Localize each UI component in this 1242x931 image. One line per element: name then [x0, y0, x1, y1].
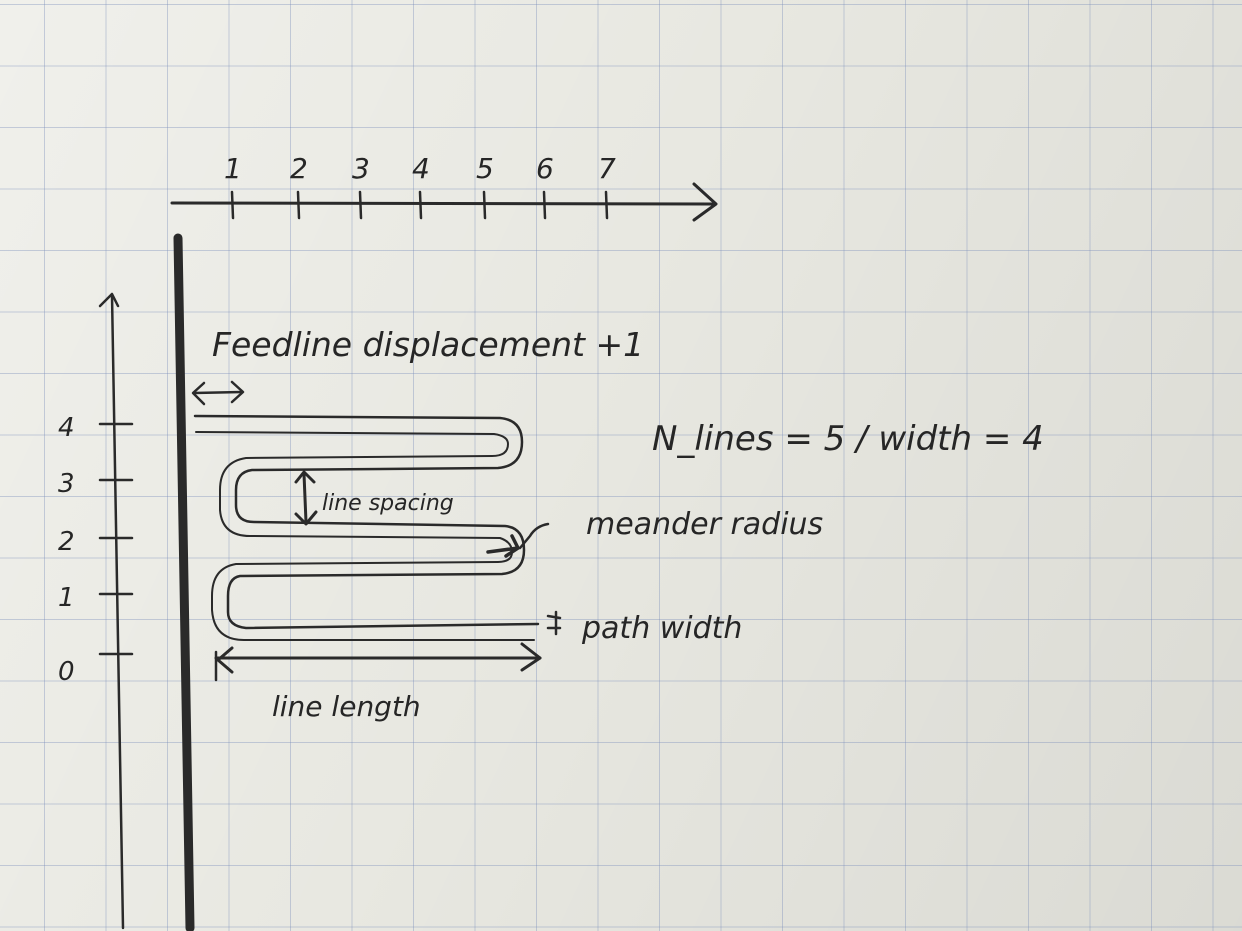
x-axis-tick-label: 4: [412, 152, 430, 185]
y-axis-arrowhead: [98, 292, 120, 308]
x-axis-tick-label: 1: [224, 152, 242, 185]
y-axis-tick-label: 0: [58, 657, 75, 687]
x-axis-tick: [358, 190, 363, 220]
line-length-label: line length: [272, 690, 421, 723]
x-axis-tick: [230, 190, 235, 220]
n-lines-label: N_lines = 5 / width = 4: [652, 419, 1044, 459]
x-axis-tick: [482, 190, 487, 220]
x-axis-arrowhead: [692, 182, 718, 222]
line-spacing-arrow: [294, 470, 318, 526]
x-axis-tick: [296, 190, 301, 220]
x-axis-tick: [542, 190, 547, 220]
path-width-label: path width: [581, 611, 742, 646]
meander-radius-arrow: [486, 522, 550, 558]
y-axis-line: [110, 293, 125, 930]
meander-path: [193, 414, 540, 641]
x-axis-tick-label: 3: [352, 152, 370, 185]
x-axis-tick-label: 6: [536, 152, 554, 185]
y-axis-tick-label: 4: [58, 413, 75, 443]
x-axis: 1 2 3 4 5 6 7: [170, 152, 718, 222]
x-axis-tick-label: 7: [598, 152, 616, 185]
feedline-displacement-label: Feedline displacement +1: [212, 325, 644, 364]
x-axis-tick: [604, 190, 609, 220]
x-axis-line: [170, 201, 714, 206]
line-spacing-label: line spacing: [322, 491, 454, 516]
feedline: [173, 233, 195, 931]
y-axis-tick-label: 1: [58, 583, 75, 613]
path-width-marker: [546, 610, 562, 636]
y-axis: 0 1 2 3 4: [58, 292, 134, 930]
x-axis-tick-label: 2: [290, 152, 308, 185]
y-axis-tick-label: 3: [58, 469, 75, 499]
meander-inner-edge: [195, 431, 535, 641]
y-axis-tick-label: 2: [58, 527, 75, 557]
meander-outer-edge: [193, 414, 540, 630]
line-length-arrow: [214, 642, 542, 682]
x-axis-tick: [418, 190, 423, 220]
feedline-displacement-arrow: [191, 380, 245, 406]
x-axis-tick-label: 5: [476, 152, 494, 185]
meander-radius-label: meander radius: [586, 507, 823, 542]
